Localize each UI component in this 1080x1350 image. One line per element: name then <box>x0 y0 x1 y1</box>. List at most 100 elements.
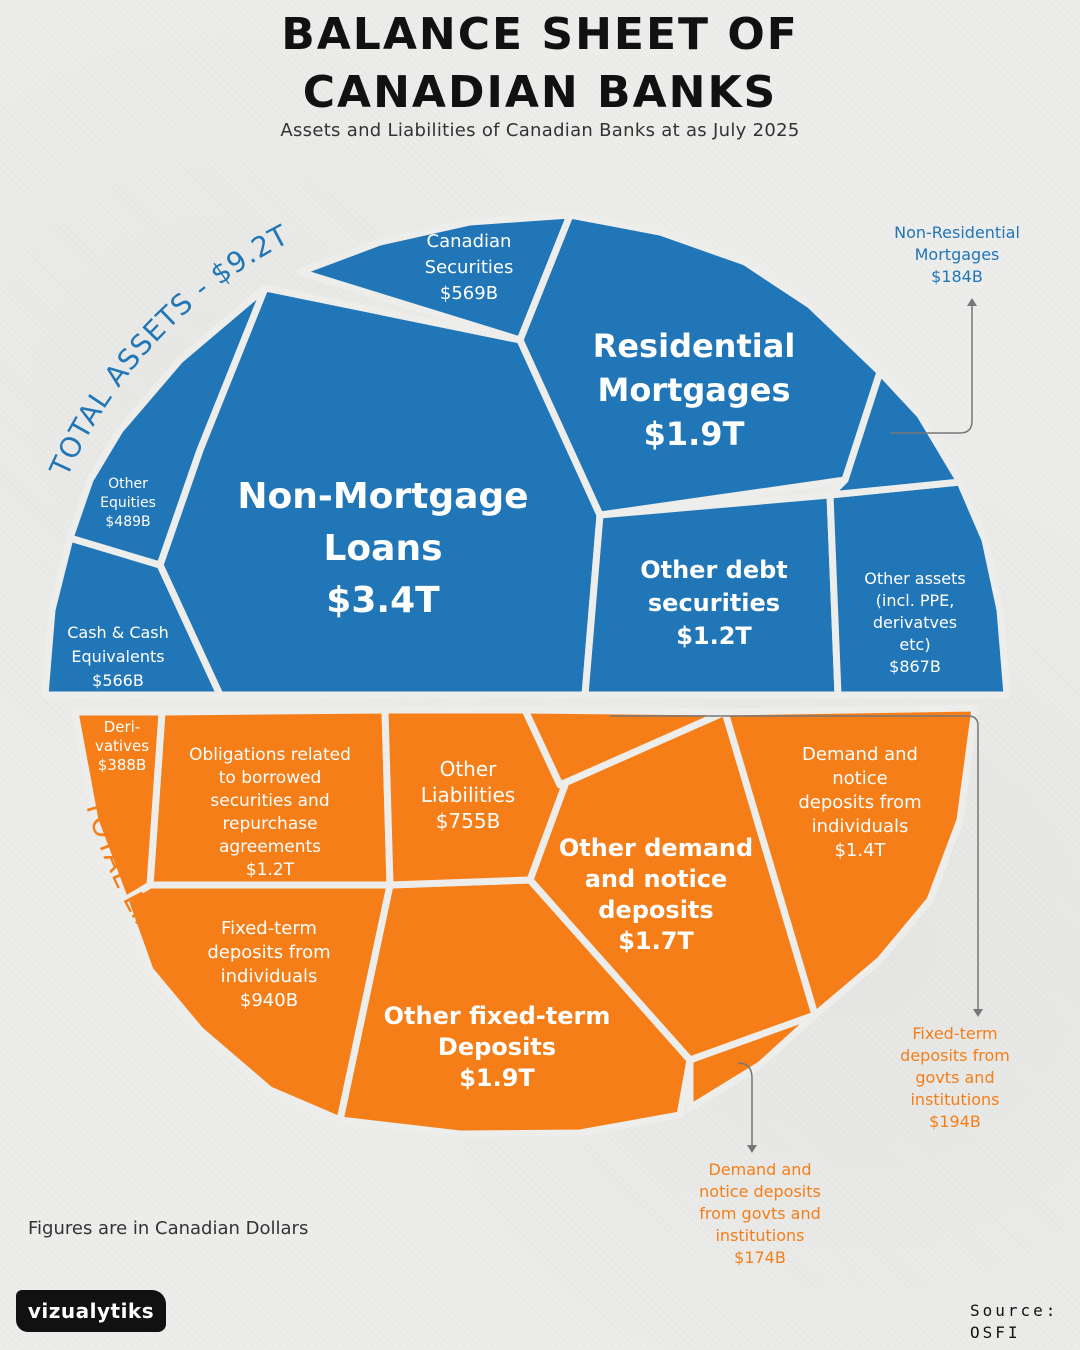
liability-cell-demand-and-notice-deposits <box>686 1011 819 1112</box>
liability-label-line: notice deposits <box>699 1182 821 1201</box>
liability-label-line: securities and <box>210 791 329 811</box>
liability-label-line: institutions <box>910 1090 999 1109</box>
asset-label-other-assets: Other assets (incl. PPE, derivatves etc) $86… <box>864 569 965 676</box>
currency-footnote: Figures are in Canadian Dollars <box>28 1218 309 1239</box>
liability-label-line: Demand and <box>708 1160 811 1179</box>
asset-label-line: $566B <box>92 671 144 690</box>
liability-label-fixed-term: Fixed-term deposits from individuals $940B <box>207 918 330 1011</box>
liability-label-line: Deposits <box>438 1033 556 1061</box>
liability-label-line: to borrowed <box>219 768 322 788</box>
page-title-line-1: BALANCE SHEET OF <box>281 9 799 60</box>
liability-cell-other-liabilities <box>381 706 569 889</box>
asset-label-line: Mortgages <box>597 371 790 409</box>
asset-label-line: Other <box>108 476 148 492</box>
liability-label-fixed-term: Fixed-term deposits from govts and institut… <box>900 1024 1010 1131</box>
asset-label-line: $569B <box>440 283 498 304</box>
asset-label-line: Equivalents <box>71 647 164 666</box>
liability-label-line: individuals <box>812 816 909 837</box>
asset-label-line: $1.9T <box>644 415 745 453</box>
liability-label-demand-and: Demand and notice deposits from individuals… <box>798 744 921 861</box>
liability-label-line: govts and <box>915 1068 994 1087</box>
asset-cell-other-equities <box>66 284 269 569</box>
source-note: Source: OSFI <box>970 1300 1070 1344</box>
non-residential-mortgages-arrowhead <box>967 298 977 306</box>
demand-notice-govts-arrowhead <box>747 1145 757 1153</box>
liability-label-line: Deri- <box>104 718 141 736</box>
liability-cell-deri-vatives <box>71 708 166 904</box>
liability-label-line: Fixed-term <box>912 1024 997 1043</box>
fixed-term-govts-leader-line <box>610 715 979 1010</box>
asset-label-line: (incl. PPE, <box>876 591 955 610</box>
liability-label-line: $1.2T <box>246 860 295 880</box>
fixed-term-govts-arrowhead <box>973 1009 983 1017</box>
asset-label-line: $867B <box>889 657 941 676</box>
liability-label-line: $388B <box>98 756 146 774</box>
asset-label-line: Non-Residential <box>894 223 1020 242</box>
liability-label-line: notice <box>832 768 887 789</box>
liability-label-obligations-related: Obligations related to borrowed securities… <box>189 745 351 880</box>
liability-cell-fixed-term-deposits-from <box>521 706 729 789</box>
asset-label-other-debt: Other debt securities $1.2T <box>640 556 788 650</box>
liability-label-deri: Deri-vatives$388B <box>95 718 149 774</box>
liability-label-line: $1.7T <box>618 927 694 955</box>
asset-label-line: securities <box>648 589 780 617</box>
asset-label-line: Securities <box>425 257 514 278</box>
liability-cell-fixed-term-deposits-from <box>121 881 394 1124</box>
liability-label-line: deposits from <box>900 1046 1010 1065</box>
liability-label-line: $755B <box>436 809 501 833</box>
liability-label-line: Fixed-term <box>221 918 317 939</box>
vizualytiks-logo: vizualytiks <box>16 1290 166 1332</box>
asset-label-line: Non-Mortgage <box>237 476 528 517</box>
asset-label-line: Cash & Cash <box>67 623 169 642</box>
asset-label-line: derivatves <box>873 613 957 632</box>
asset-label-line: Other debt <box>640 556 788 584</box>
page-subtitle: Assets and Liabilities of Canadian Banks… <box>280 120 800 141</box>
asset-label-line: etc) <box>899 635 930 654</box>
liability-label-line: from govts and <box>699 1204 821 1223</box>
asset-label-line: $1.2T <box>676 622 752 650</box>
liability-label-line: Other demand <box>559 834 753 862</box>
asset-label-line: Other assets <box>864 569 965 588</box>
asset-label-line: Mortgages <box>915 245 1000 264</box>
liability-label-line: Liabilities <box>421 783 515 807</box>
source-value: OSFI <box>970 1323 1021 1342</box>
liability-label-line: $174B <box>734 1248 786 1267</box>
liability-label-other-demand: Other demand and notice deposits $1.7T <box>559 834 753 955</box>
liability-label-line: Other <box>440 757 498 781</box>
liability-label-line: $940B <box>240 990 298 1011</box>
asset-cell-canadian-securities <box>296 211 574 344</box>
asset-label-line: Loans <box>323 528 442 569</box>
asset-label-line: Equities <box>100 495 156 511</box>
liability-label-line: Demand and <box>802 744 918 765</box>
liability-label-demand-and: Demand and notice deposits from govts and i… <box>699 1160 821 1267</box>
asset-label-line: $184B <box>931 267 983 286</box>
asset-label-line: Canadian <box>427 231 512 252</box>
non-residential-mortgages-leader-line <box>890 305 973 434</box>
liability-label-line: deposits from <box>798 792 921 813</box>
liability-label-line: deposits <box>598 896 713 924</box>
liability-label-line: deposits from <box>207 942 330 963</box>
page-title-line-2: CANADIAN BANKS <box>302 67 778 118</box>
asset-label-line: $3.4T <box>326 580 440 621</box>
liability-label-line: $194B <box>929 1112 981 1131</box>
liability-label-line: $1.4T <box>834 840 886 861</box>
liability-label-line: institutions <box>715 1226 804 1245</box>
liability-label-line: Obligations related <box>189 745 351 765</box>
demand-notice-govts-leader-line <box>737 1062 753 1146</box>
asset-label-line: $489B <box>105 514 150 530</box>
liability-label-line: and notice <box>585 865 728 893</box>
liability-label-line: $1.9T <box>459 1064 535 1092</box>
liability-label-line: vatives <box>95 737 149 755</box>
asset-label-line: Residential <box>593 327 796 365</box>
liability-label-line: agreements <box>219 837 321 857</box>
liability-label-line: individuals <box>221 966 318 987</box>
